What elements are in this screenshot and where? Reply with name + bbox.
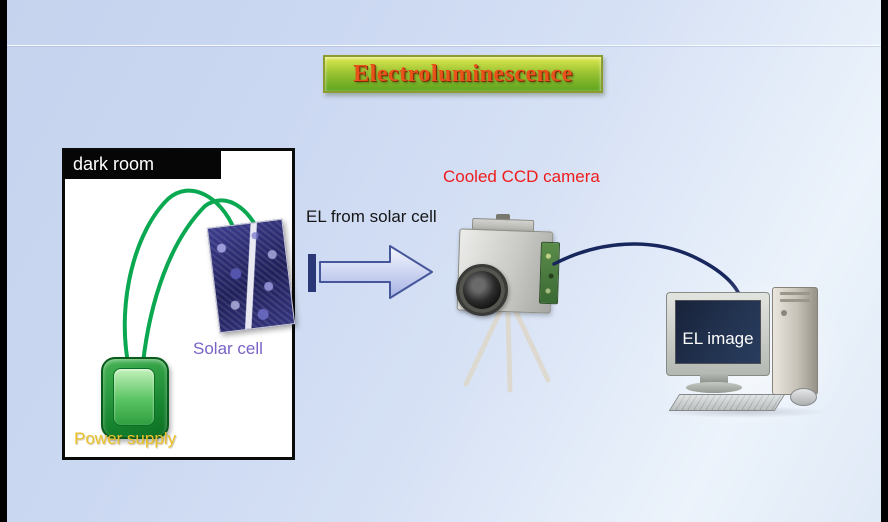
power-supply-image (101, 357, 169, 439)
computer-tower (772, 287, 818, 395)
tower-button (781, 310, 787, 316)
solar-cell-label: Solar cell (193, 339, 263, 358)
computer-image: EL image (654, 280, 843, 422)
tripod (463, 309, 551, 393)
divider-line (7, 45, 881, 46)
page-title: Electroluminescence (353, 60, 573, 87)
title-banner: Electroluminescence (323, 55, 603, 93)
left-edge-bar (0, 0, 7, 522)
camera-image (448, 212, 578, 402)
arrow-tail-bar (308, 254, 316, 292)
el-arrow-label: EL from solar cell (306, 207, 437, 226)
el-arrow (308, 245, 433, 299)
monitor-screen: EL image (675, 300, 761, 364)
monitor-neck (700, 374, 728, 383)
camera-lens (456, 264, 508, 316)
tower-slot (780, 292, 810, 295)
dark-room-box: dark room Solar cell Power supply (62, 148, 296, 460)
block-arrow-shape (319, 245, 433, 299)
keyboard (668, 394, 786, 411)
power-supply-screen (113, 368, 155, 426)
solar-cell-image (206, 218, 296, 334)
tower-slot (780, 299, 810, 302)
camera-knob (496, 214, 510, 221)
ccd-camera-label: Cooled CCD camera (443, 167, 600, 186)
dark-room-header: dark room (64, 150, 221, 179)
el-image-label: EL image (682, 329, 754, 348)
power-supply-label: Power supply (74, 429, 177, 448)
mouse (790, 388, 817, 406)
right-edge-bar (881, 0, 888, 522)
dark-room-label: dark room (73, 154, 155, 174)
monitor: EL image (666, 292, 770, 376)
camera-circuit-board (538, 241, 561, 305)
monitor-base (686, 382, 742, 393)
